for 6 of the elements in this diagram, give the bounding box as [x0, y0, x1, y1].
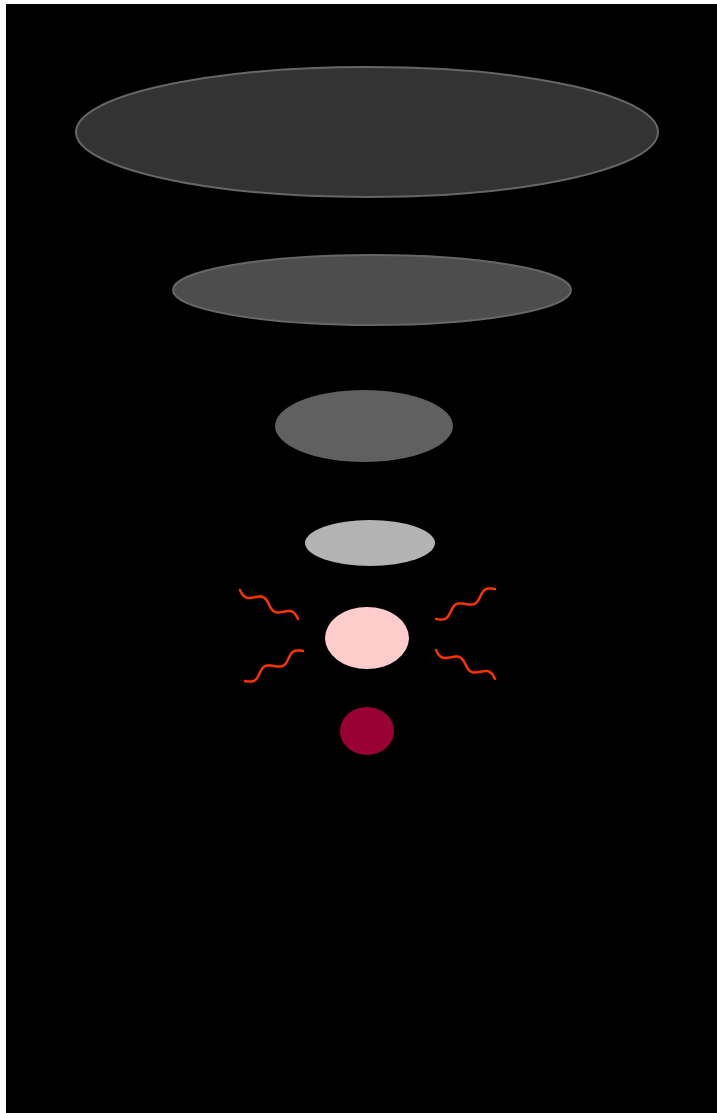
ellipse-shape — [172, 254, 572, 326]
ellipse-shape — [275, 390, 453, 462]
ellipse-shape — [340, 707, 394, 755]
ellipse-shape — [75, 66, 659, 198]
ellipse-shape — [305, 520, 435, 566]
ellipse-shape — [325, 607, 409, 669]
